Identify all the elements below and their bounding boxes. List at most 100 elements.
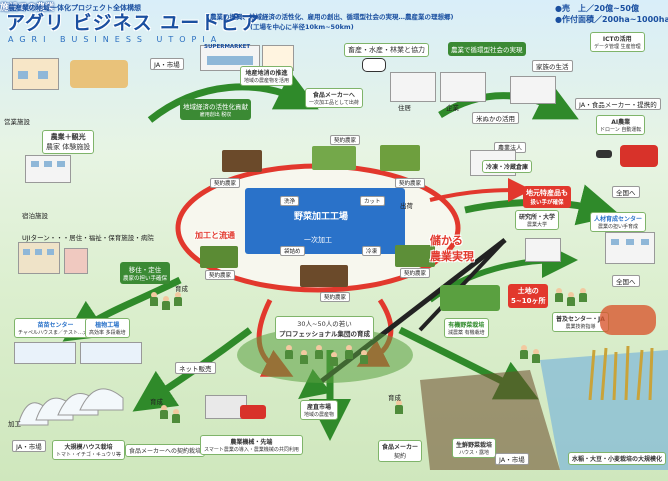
worker-icon: [567, 292, 575, 306]
header-subtitle: 農産業の地域一体化プロジェクト全体構想: [8, 4, 141, 12]
washing-tag: 洗浄: [280, 196, 300, 206]
ja-market-left-tag: JA・市場: [12, 440, 46, 452]
family-life-tag: 家族の生活: [532, 60, 573, 72]
recycling-box: 農業で循環型社会の実現: [448, 42, 526, 56]
worker-icon: [300, 350, 308, 364]
seedling-greenhouse: [14, 342, 76, 364]
cutting-tag: カット: [360, 196, 385, 206]
worker-icon: [330, 352, 338, 366]
field-patch-2: [312, 146, 356, 170]
farm-tag-6: 契約農家: [400, 268, 431, 278]
field-patch-3: [380, 145, 420, 171]
nationwide-tag-2: 全国へ: [612, 275, 640, 287]
processing-label: 加工: [8, 420, 21, 428]
livestock-label: 畜産・水産・林業と協力: [348, 46, 425, 54]
research-label: 研究所・大学: [519, 214, 556, 221]
food-maker-top-label: 食品メーカーへ: [312, 92, 355, 99]
paddy-label: 水稲・大豆・小麦栽培の大規模化: [572, 456, 663, 463]
food-maker-contract-label2: 契約: [394, 453, 407, 460]
ja-market-top-tag: JA・市場: [150, 58, 184, 70]
worker-icon: [395, 400, 403, 414]
sales-label: ●売 上／20億~50億: [555, 4, 639, 13]
welfare-building: [18, 242, 60, 274]
regional-economy-box: 地域経済の活性化貢献 雇用創出 税収: [180, 99, 251, 120]
contract-cultivation-box: 食品メーカーへの契約栽培: [125, 444, 206, 457]
worker-icon: [555, 288, 563, 302]
area-label-text: ●作付面積: [555, 15, 594, 24]
frozen-vegetable-box: 冷凍・冷蔵倉庫: [482, 160, 533, 173]
shop-label: 営業施設: [4, 118, 30, 126]
leader-group-label: 30人~50人の若い: [297, 320, 352, 328]
net-sales-tag: ネット販売: [175, 362, 216, 374]
contract-cultivation-label: 食品メーカーへの契約栽培: [129, 448, 202, 455]
growing-label-left: 育成: [150, 398, 163, 406]
ict-box: ICTの活用 データ管理 生産管理: [590, 32, 645, 52]
ja-market-bottom-tag: JA・市場: [495, 453, 529, 465]
seedling-sub: チャペルハウスま／テスト…大量: [18, 330, 93, 336]
growing-label-bottom: 育成: [388, 394, 401, 402]
corp-building: [440, 72, 486, 102]
agri-tourism-box: 農業＋観光 農家 体験施設: [42, 130, 95, 154]
area-value: ／200ha~1000ha: [593, 15, 668, 24]
accommodation-label: 宿泊施設: [22, 212, 48, 220]
profit-line1: 儲かる: [430, 234, 463, 247]
family-building: [510, 76, 556, 104]
organic-box: 有機野菜栽培 減農薬 有機栽培: [444, 318, 489, 338]
drone-icon: [596, 150, 612, 158]
plant-factory-box: 植物工場 高効率 多段栽培: [85, 318, 130, 338]
worker-icon: [150, 292, 158, 306]
organic-field: [440, 285, 500, 311]
sales-label-text: ●売 上: [555, 4, 586, 13]
field-patch-5: [300, 265, 348, 287]
human-resources-box: 人材育成センター 農業の担い手育成: [590, 212, 647, 232]
grow-label: 育成: [175, 285, 188, 293]
field-patch-1: [222, 150, 262, 172]
worker-icon: [174, 292, 182, 306]
factory-label: 野菜加工工場: [294, 212, 349, 222]
produce-basket: [600, 305, 656, 335]
header-tagline: (農業の振興、地域経済の活性化、雇用の創出、循環型社会の実現…農産業の理想郷): [207, 13, 454, 21]
frozen-vegetable-label: 冷凍・冷蔵倉庫: [486, 164, 529, 171]
research-sub: 農業大学: [527, 222, 548, 228]
agri-process-label: 加工と流通: [195, 231, 235, 240]
farm-tag-1: 契約農家: [210, 178, 241, 188]
ai-farm-label: AI農業: [611, 119, 631, 126]
seedling-center-box: 苗苗センター チャペルハウスま／テスト…大量: [14, 318, 97, 338]
page-title: アグリ ビジネス ユートピア: [6, 12, 261, 34]
ja-food-tag: JA・食品メーカー・提携的: [575, 98, 661, 110]
header-tagline2: (工場を中心に半径10km~50km): [250, 23, 354, 31]
food-maker-top-box: 食品メーカーへ 一次加工品として出荷: [305, 88, 363, 108]
human-resources-label: 人材育成センター: [594, 216, 643, 223]
profit-line2: 農業実現: [430, 250, 474, 263]
packing-tag: 袋詰め: [280, 246, 305, 256]
facility-agri-heading: 施設での農業: [0, 3, 55, 13]
livestock-box: 畜産・水産・林業と協力: [344, 43, 429, 57]
vegetable-field-label: 生鮮野菜栽培: [456, 442, 493, 449]
supermarket-sign: SUPERMARKET: [204, 44, 251, 50]
nationwide-tag-1: 全国へ: [612, 186, 640, 198]
human-resources-sub: 農業の担い手育成: [598, 224, 639, 230]
farm-tag-5: 契約農家: [320, 292, 351, 302]
worker-icon: [579, 288, 587, 302]
title-english: AGRI BUSINESS UTOPIA: [8, 35, 223, 44]
corp-label: 企業: [446, 104, 459, 112]
worker-icon: [520, 345, 528, 359]
shop-building: [12, 58, 59, 90]
greenhouse-sub: トマト・イチゴ・キュウリ等: [56, 452, 122, 458]
rice-stalk-icons: [588, 345, 654, 400]
seedling-label: 苗苗センター: [37, 322, 74, 329]
settle-label: 移住・定住: [128, 266, 162, 274]
food-maker-contract-label: 食品メーカー: [382, 444, 419, 451]
settle-box: 移住・定住 農家の担い手確保: [120, 262, 171, 284]
local-consumption-box: 地産地消の推進 地域の農産物を活用: [240, 66, 294, 86]
direct-market-box: 産直市場 地域の農産物: [300, 400, 339, 420]
agri-tourism-label: 農業＋観光: [50, 133, 86, 141]
area-label: ●作付面積／200ha~1000ha: [555, 15, 668, 24]
regional-economy-sub: 雇用創出 税収: [199, 112, 232, 118]
worker-icon: [160, 405, 168, 419]
leader-group-box: 30人~50人の若い プロフェッショナル集団の育成: [275, 316, 374, 340]
leader-group-label2: プロフェッショナル集団の育成: [279, 330, 370, 338]
plant-factory-label: 植物工場: [95, 322, 120, 329]
land-line1: 土地の: [517, 287, 539, 295]
